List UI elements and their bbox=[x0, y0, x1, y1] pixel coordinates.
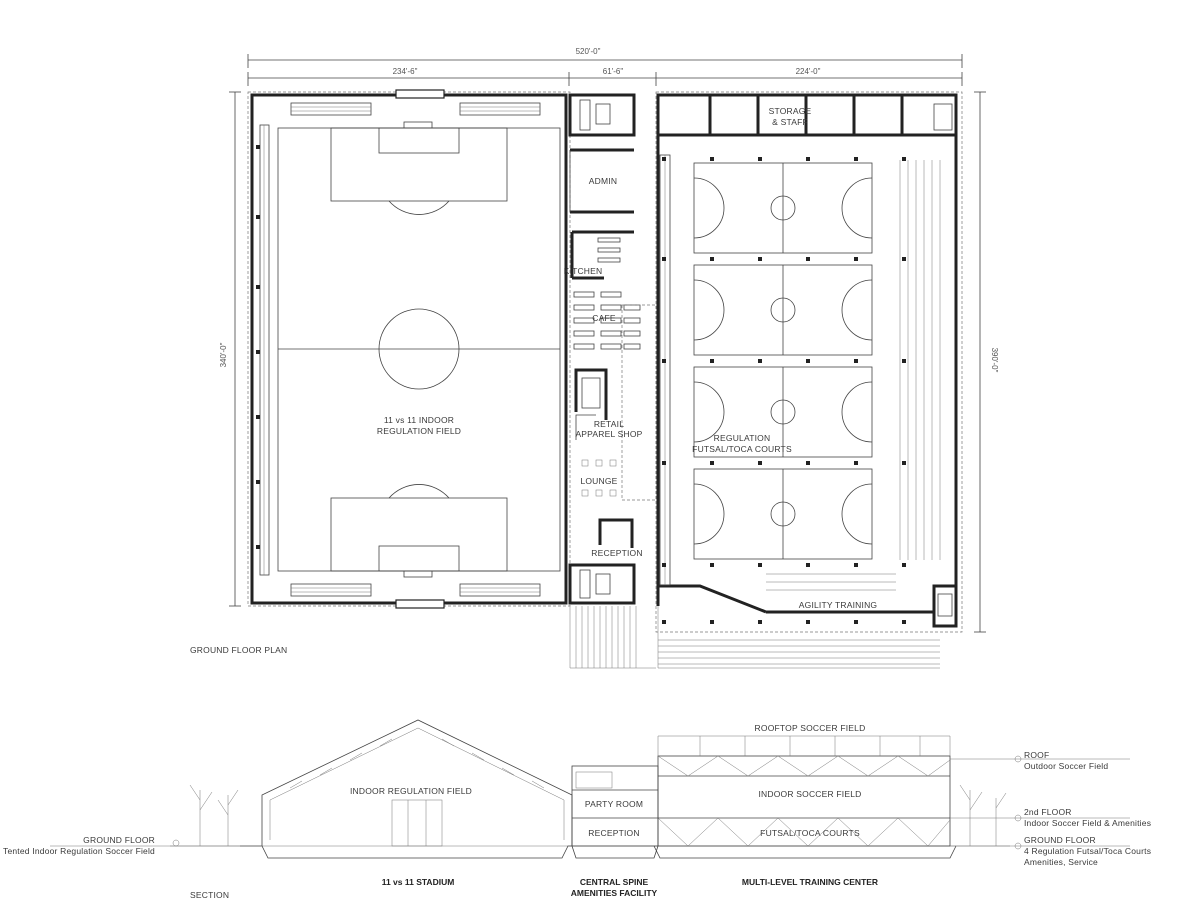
futsal-courts bbox=[693, 162, 873, 560]
plan-title: GROUND FLOOR PLAN bbox=[190, 645, 287, 655]
room-agility: AGILITY TRAINING bbox=[799, 600, 877, 610]
section-party-room-label: PARTY ROOM bbox=[585, 799, 643, 809]
courts-label-line-2: FUTSAL/TOCA COURTS bbox=[692, 444, 792, 454]
room-retail-line-2: APPAREL SHOP bbox=[575, 429, 642, 439]
room-retail-line-1: RETAIL bbox=[594, 419, 624, 429]
training-center-plan: STORAGE & STAFF REGULATION FUTSAL/TOCA C… bbox=[655, 91, 963, 669]
overall-dimension: 520'-0" bbox=[576, 47, 601, 56]
central-spine-plan: ADMIN KITCHEN CAFE RETAIL APPAREL SHOP L… bbox=[564, 93, 657, 669]
field-label-line-2: REGULATION FIELD bbox=[377, 426, 461, 436]
spine-width-dimension: 61'-6" bbox=[603, 67, 624, 76]
roof-level-desc: Outdoor Soccer Field bbox=[1024, 761, 1108, 771]
courts-label-line-1: REGULATION bbox=[714, 433, 771, 443]
section-reception-label: RECEPTION bbox=[588, 828, 639, 838]
ground-floor-level-name: GROUND FLOOR bbox=[1024, 835, 1096, 845]
section-title: SECTION bbox=[190, 890, 229, 900]
room-admin: ADMIN bbox=[589, 176, 617, 186]
room-cafe: CAFE bbox=[592, 313, 616, 323]
room-reception: RECEPTION bbox=[591, 548, 642, 558]
section-futsal-label: FUTSAL/TOCA COURTS bbox=[760, 828, 860, 838]
second-floor-level-desc: Indoor Soccer Field & Amenities bbox=[1024, 818, 1151, 828]
room-kitchen: KITCHEN bbox=[564, 266, 603, 276]
spine-caption-line-1: CENTRAL SPINE bbox=[580, 877, 649, 887]
right-depth-dimension: 390'-0" bbox=[990, 348, 999, 373]
training-width-dimension: 224'-0" bbox=[796, 67, 821, 76]
section-drawing: ROOFTOP SOCCER FIELD INDOOR REGULATION F… bbox=[3, 719, 1151, 900]
section-indoor-regulation-label: INDOOR REGULATION FIELD bbox=[350, 786, 472, 796]
section-indoor-soccer-label: INDOOR SOCCER FIELD bbox=[759, 789, 862, 799]
stadium-width-dimension: 234'-6" bbox=[393, 67, 418, 76]
ground-floor-level-desc-2: Amenities, Service bbox=[1024, 857, 1098, 867]
training-caption: MULTI-LEVEL TRAINING CENTER bbox=[742, 877, 878, 887]
room-lounge: LOUNGE bbox=[580, 476, 617, 486]
stadium-plan: 11 vs 11 INDOOR REGULATION FIELD bbox=[247, 89, 571, 609]
room-storage-line-1: STORAGE bbox=[769, 106, 812, 116]
ground-floor-level-desc: 4 Regulation Futsal/Toca Courts bbox=[1024, 846, 1151, 856]
field-label-line-1: 11 vs 11 INDOOR bbox=[384, 415, 454, 425]
spine-caption-line-2: AMENITIES FACILITY bbox=[571, 888, 658, 898]
stadium-caption: 11 vs 11 STADIUM bbox=[382, 877, 455, 887]
left-depth-dimension: 340'-0" bbox=[219, 342, 228, 367]
roof-level-name: ROOF bbox=[1024, 750, 1049, 760]
left-level-name: GROUND FLOOR bbox=[83, 835, 155, 845]
second-floor-level-name: 2nd FLOOR bbox=[1024, 807, 1072, 817]
left-level-desc: Tented Indoor Regulation Soccer Field bbox=[3, 846, 155, 856]
section-rooftop-label: ROOFTOP SOCCER FIELD bbox=[755, 723, 866, 733]
room-storage-line-2: & STAFF bbox=[772, 117, 808, 127]
dimension-lines: 520'-0" 234'-6" 61'-6" 224'-0" 340'-0" 3… bbox=[219, 47, 999, 633]
